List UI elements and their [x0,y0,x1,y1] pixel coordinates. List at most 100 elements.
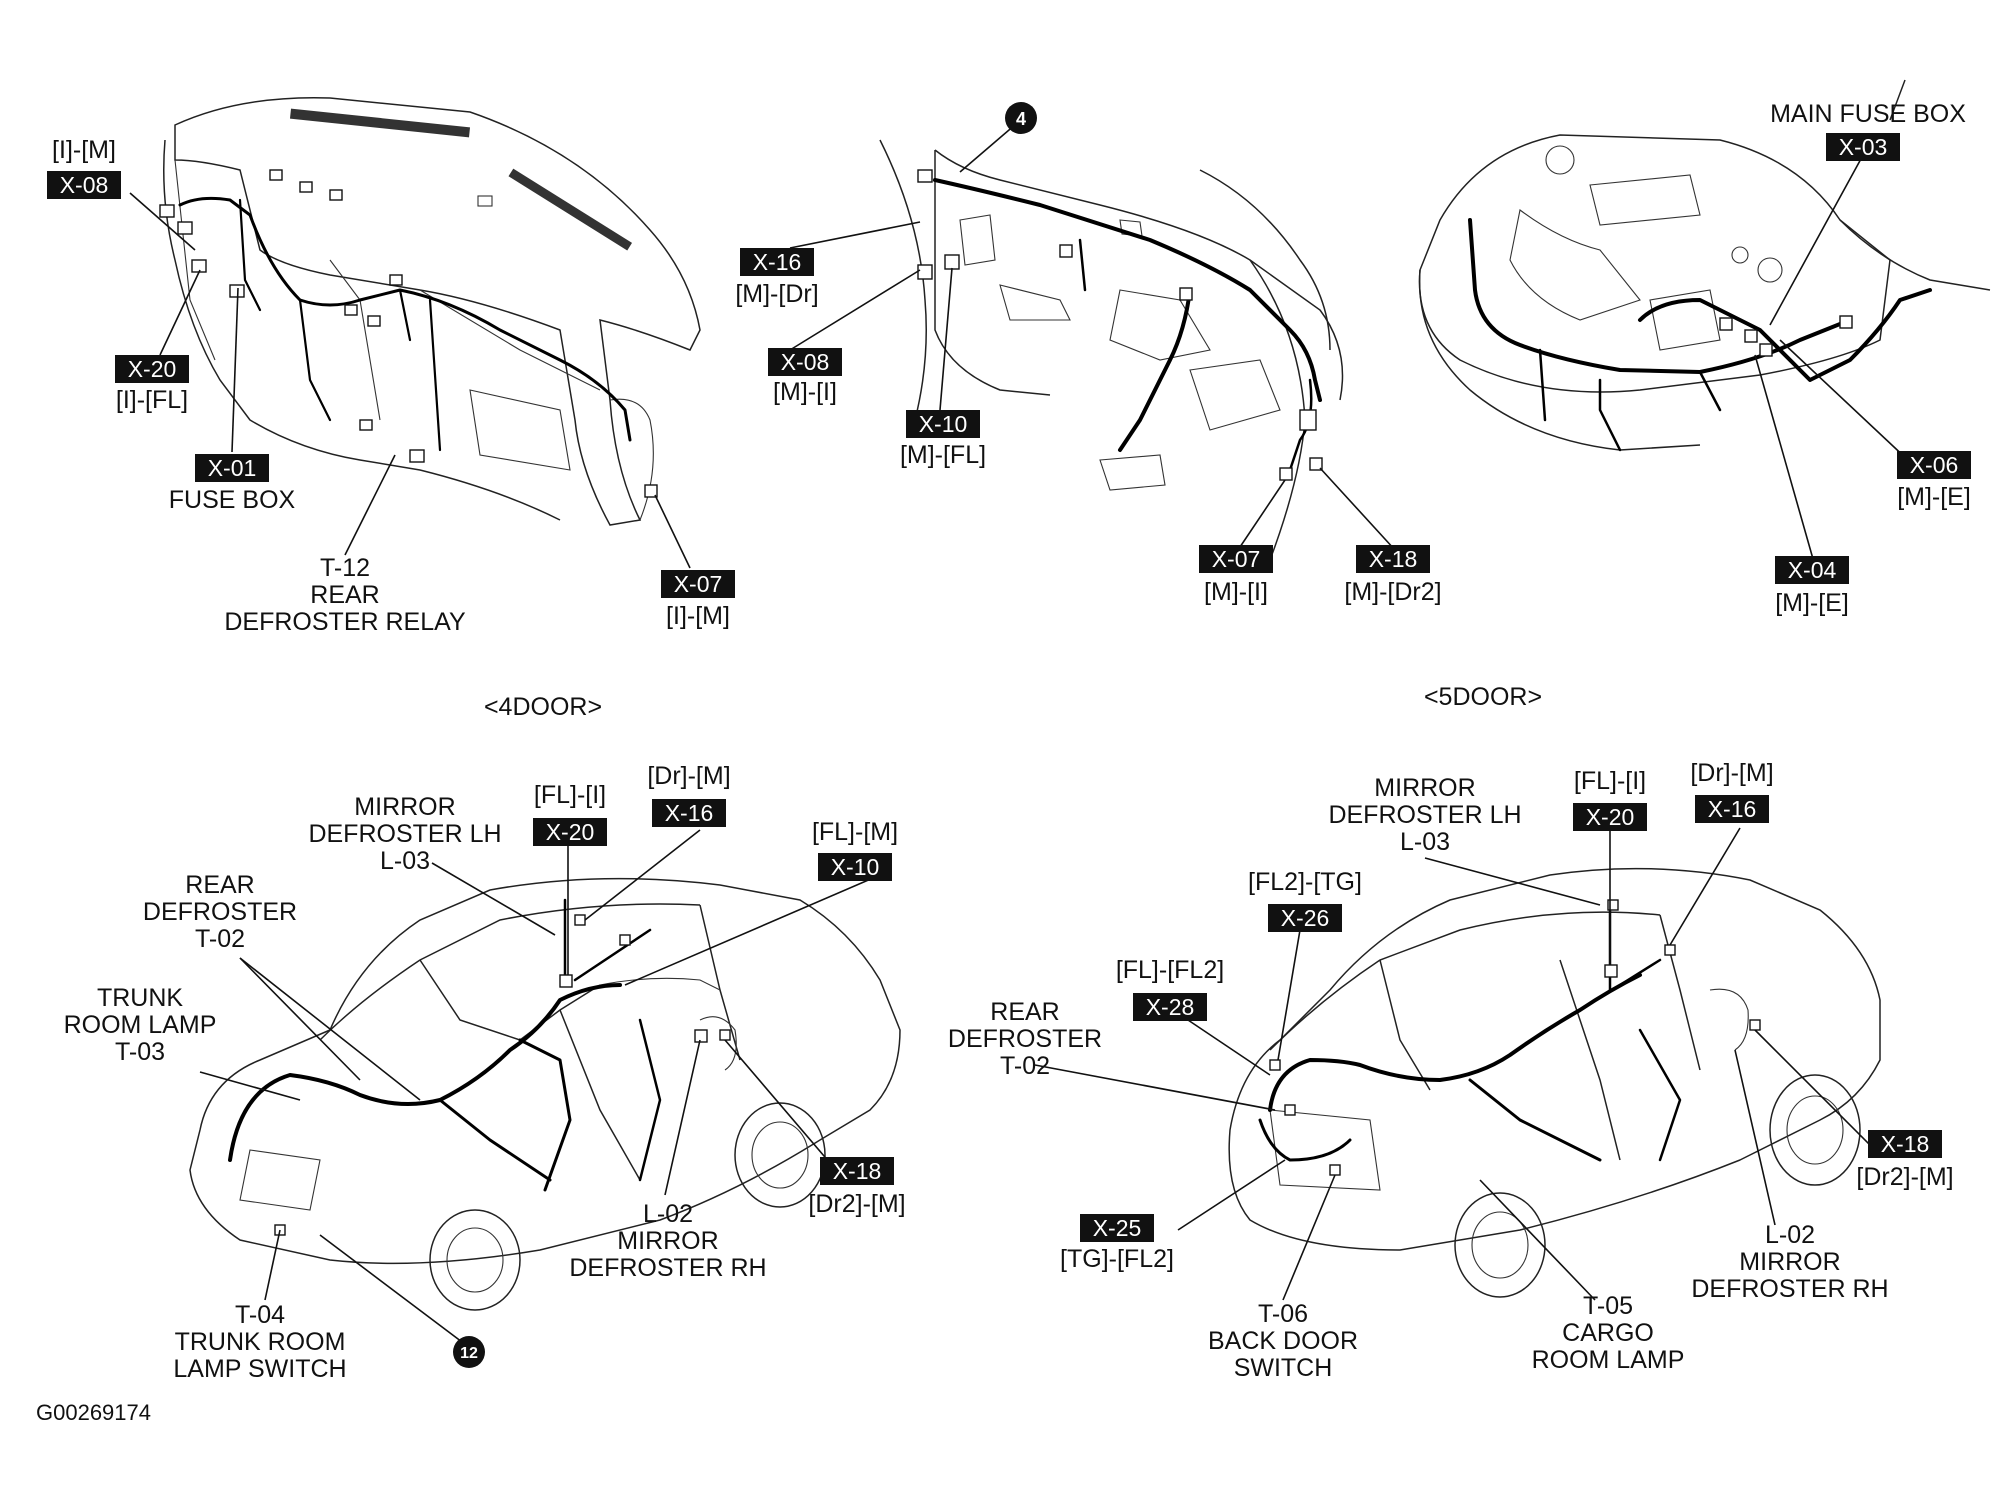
component-label: SWITCH [1234,1354,1333,1382]
component-label: [FL]-[I] [534,781,606,809]
connector-tag: X-03 [1839,134,1888,160]
component-label: ROOM LAMP [1532,1346,1685,1374]
component-label: [M]-[I] [1204,578,1268,606]
tag-box [1573,803,1647,831]
component-label: [FL]-[M] [812,818,898,846]
connector-tag: X-16 [753,249,802,275]
badge-circle [1005,102,1037,134]
tag-box [1356,545,1430,573]
component-label: REAR [310,581,379,609]
component-label: [FL]-[I] [1574,767,1646,795]
component-label: [FL2]-[TG] [1248,868,1362,896]
connector-tag: X-20 [546,819,595,845]
component-label: CARGO [1562,1319,1654,1347]
variant-captions: <4DOOR> <5DOOR> [484,683,1542,721]
connector-tag: X-25 [1093,1215,1142,1241]
component-label: DEFROSTER LH [1328,801,1521,829]
connector-tag: X-20 [128,356,177,382]
component-label: REAR [990,998,1059,1026]
component-label: [M]-[Dr] [735,280,818,308]
floor-harness-illustration [789,123,1396,561]
dashboard-labels: [I]-[M] [I]-[FL] FUSE BOX T-12 REAR DEFR… [52,136,730,636]
callout-badges: 4 12 [453,102,1037,1368]
connector-tag: X-16 [665,800,714,826]
tag-box [1268,904,1342,932]
connector-tag: X-07 [1212,546,1261,572]
variant-caption: <4DOOR> [484,693,602,721]
component-label: MIRROR [1374,774,1475,802]
engine-labels: MAIN FUSE BOX [M]-[E] [M]-[E] [1770,100,1971,617]
figure-code: G00269174 [36,1400,151,1425]
component-label: T-12 [320,554,370,582]
tag-box [47,171,121,199]
component-label: REAR [185,871,254,899]
component-label: [I]-[M] [52,136,116,164]
tag-box [195,454,269,482]
connector-tag: X-16 [1708,796,1757,822]
component-label: MIRROR [617,1227,718,1255]
tag-box [533,818,607,846]
component-label: DEFROSTER [948,1025,1102,1053]
component-label: L-03 [380,847,430,875]
tag-box [818,853,892,881]
component-label: T-04 [235,1301,285,1329]
callout-badge: 4 [1016,109,1026,129]
tag-box [115,355,189,383]
component-label: [I]-[FL] [116,386,188,414]
connector-tag: X-18 [1881,1131,1930,1157]
sedan-illustration [189,829,901,1349]
component-label: T-05 [1583,1292,1633,1320]
connector-tags: X-08 X-20 X-01 X-07 X-16 X-08 X-10 X-07 … [47,133,1971,1242]
tag-box [1868,1130,1942,1158]
component-label: DEFROSTER RH [569,1254,766,1282]
component-label: BACK DOOR [1208,1327,1358,1355]
sedan-labels: MIRROR DEFROSTER LH L-03 [FL]-[I] [Dr]-[… [64,762,906,1383]
connector-tag: X-20 [1586,804,1635,830]
component-label: TRUNK ROOM [175,1328,346,1356]
tag-box [1199,545,1273,573]
tag-box [820,1157,894,1185]
connector-tag: X-18 [833,1158,882,1184]
connector-tag: X-08 [781,349,830,375]
tag-box [1775,556,1849,584]
component-label: [FL]-[FL2] [1116,956,1224,984]
connector-tag: X-28 [1146,994,1195,1020]
component-label: [TG]-[FL2] [1060,1245,1174,1273]
connector-tag: X-26 [1281,905,1330,931]
tag-box [906,410,980,438]
component-label: [M]-[Dr2] [1344,578,1441,606]
tag-box [1080,1214,1154,1242]
connector-tag: X-06 [1910,452,1959,478]
component-label: T-06 [1258,1300,1308,1328]
component-label: [M]-[I] [773,378,837,406]
tag-box [661,570,735,598]
component-label: MIRROR [354,793,455,821]
component-label: [Dr2]-[M] [808,1190,905,1218]
component-label: T-02 [195,925,245,953]
connector-tag: X-10 [831,854,880,880]
component-label: DEFROSTER RH [1691,1275,1888,1303]
component-label: T-02 [1000,1052,1050,1080]
dashboard-illustration [129,96,701,569]
component-label: LAMP SWITCH [173,1355,346,1383]
callout-badge: 12 [460,1345,478,1362]
tag-box [1695,795,1769,823]
component-label: DEFROSTER RELAY [224,608,466,636]
floor-labels: [M]-[Dr] [M]-[I] [M]-[FL] [M]-[I] [M]-[D… [735,280,1441,606]
variant-caption: <5DOOR> [1424,683,1542,711]
component-label: [M]-[E] [1897,483,1971,511]
component-label: L-02 [1765,1221,1815,1249]
connector-tag: X-07 [674,571,723,597]
connector-tag: X-01 [208,455,257,481]
connector-tag: X-18 [1369,546,1418,572]
component-label: L-03 [1400,828,1450,856]
badge-circle [453,1336,485,1368]
component-label: [M]-[FL] [900,441,986,469]
component-label: [Dr2]-[M] [1856,1163,1953,1191]
component-label: DEFROSTER LH [308,820,501,848]
hatchback-illustration [1034,827,1881,1301]
engine-bay-illustration [1418,79,1991,567]
tag-box [1133,993,1207,1021]
